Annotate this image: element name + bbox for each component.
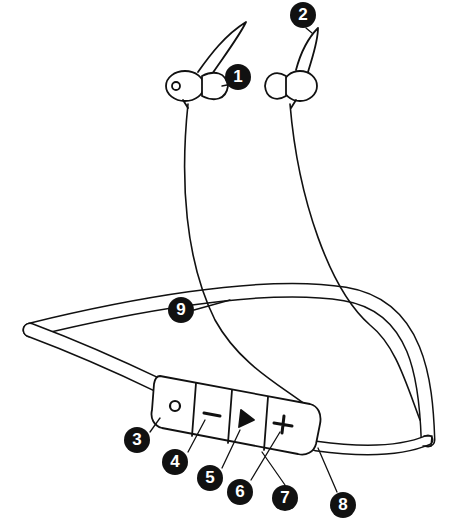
remote-control [151, 376, 320, 455]
callout-number: 1 [225, 64, 251, 90]
callout-number: 7 [272, 485, 298, 511]
leader-line [150, 28, 337, 492]
callout-disc [124, 2, 356, 518]
callout-number: 6 [227, 479, 253, 505]
callout-number: 3 [124, 427, 150, 453]
cable [185, 104, 420, 420]
callout-number: 2 [290, 2, 316, 28]
callout-number: 8 [330, 492, 356, 518]
callout-number: 4 [162, 449, 188, 475]
callout-number: 5 [197, 465, 223, 491]
right-earbud [265, 28, 318, 108]
callout-number: 9 [168, 297, 194, 323]
